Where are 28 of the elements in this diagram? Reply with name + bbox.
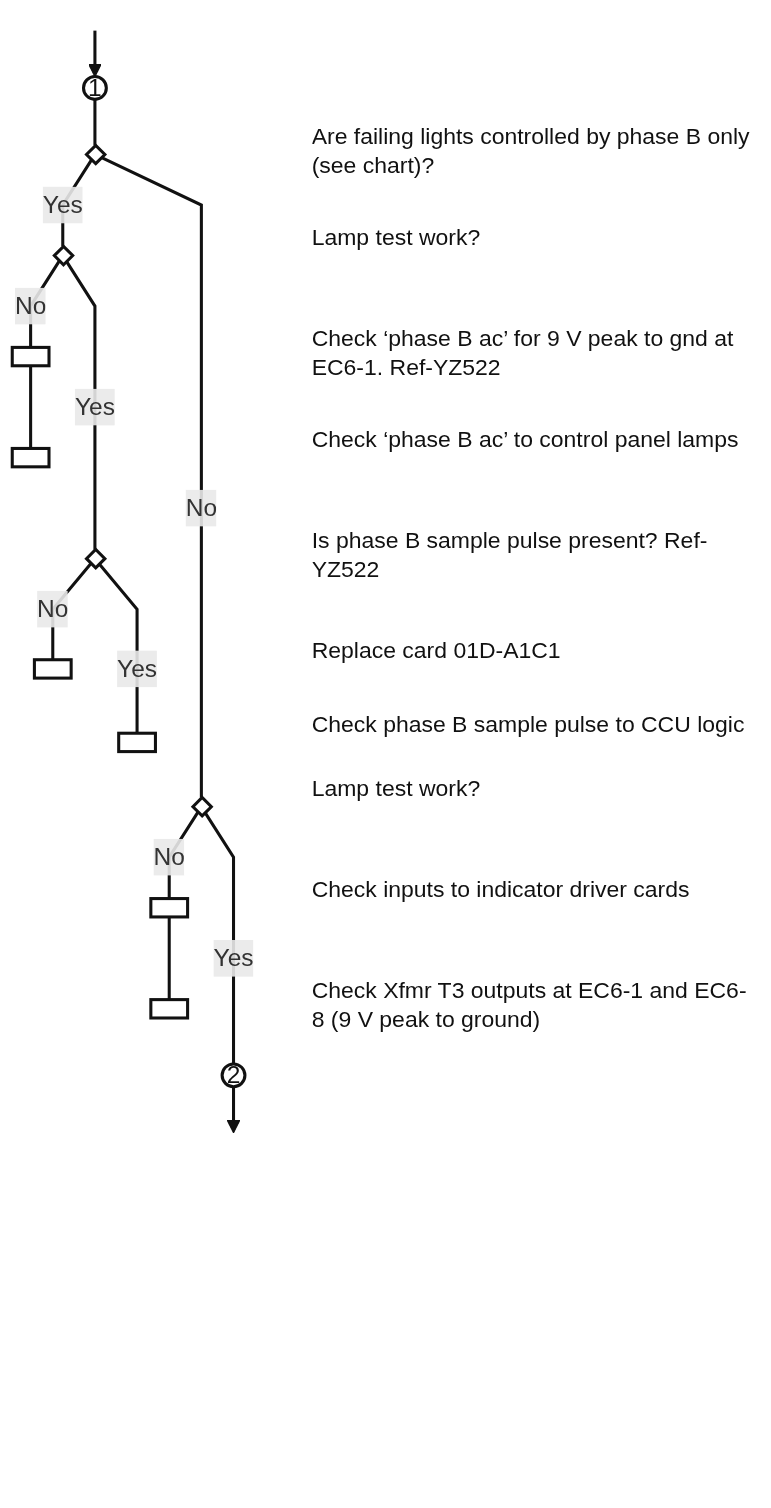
process-box xyxy=(117,731,157,754)
connector-circle: 2 xyxy=(220,1061,247,1089)
decision-diamond xyxy=(52,244,75,267)
connector-line xyxy=(167,916,171,1000)
step-description: Are failing lights controlled by phase B only (see chart)? xyxy=(311,121,751,181)
step-description: Lamp test work? xyxy=(311,222,481,252)
step-description: Replace card 01D-A1C1 xyxy=(311,635,561,665)
step-description: Check inputs to indicator driver cards xyxy=(311,874,690,904)
process-box xyxy=(10,446,51,469)
step-description: Lamp test work? xyxy=(311,773,481,803)
step-description: Check phase B sample pulse to CCU logic xyxy=(311,709,745,739)
arrow xyxy=(226,1086,241,1134)
process-box xyxy=(32,658,73,680)
connector-line xyxy=(29,365,33,449)
connector-line xyxy=(93,99,97,146)
process-box xyxy=(149,998,190,1020)
decision-diamond xyxy=(84,547,108,571)
step-description: Check ‘phase B ac’ to control panel lamps xyxy=(311,424,739,454)
step-description: Is phase B sample pulse present? Ref-YZ522 xyxy=(311,525,709,585)
decision-diamond xyxy=(190,795,214,819)
process-box xyxy=(10,345,51,368)
process-box xyxy=(149,897,190,919)
decision-diamond xyxy=(84,143,108,166)
connector-line xyxy=(65,260,97,550)
step-description: Check Xfmr T3 outputs at EC6-1 and EC6-8 (9 V peak to ground) xyxy=(311,975,748,1035)
step-description: Check ‘phase B ac’ for 9 V peak to gnd at EC6-1. Ref-YZ522 xyxy=(311,323,735,383)
connector-circle: 1 xyxy=(82,74,108,101)
connector-line xyxy=(100,156,203,798)
